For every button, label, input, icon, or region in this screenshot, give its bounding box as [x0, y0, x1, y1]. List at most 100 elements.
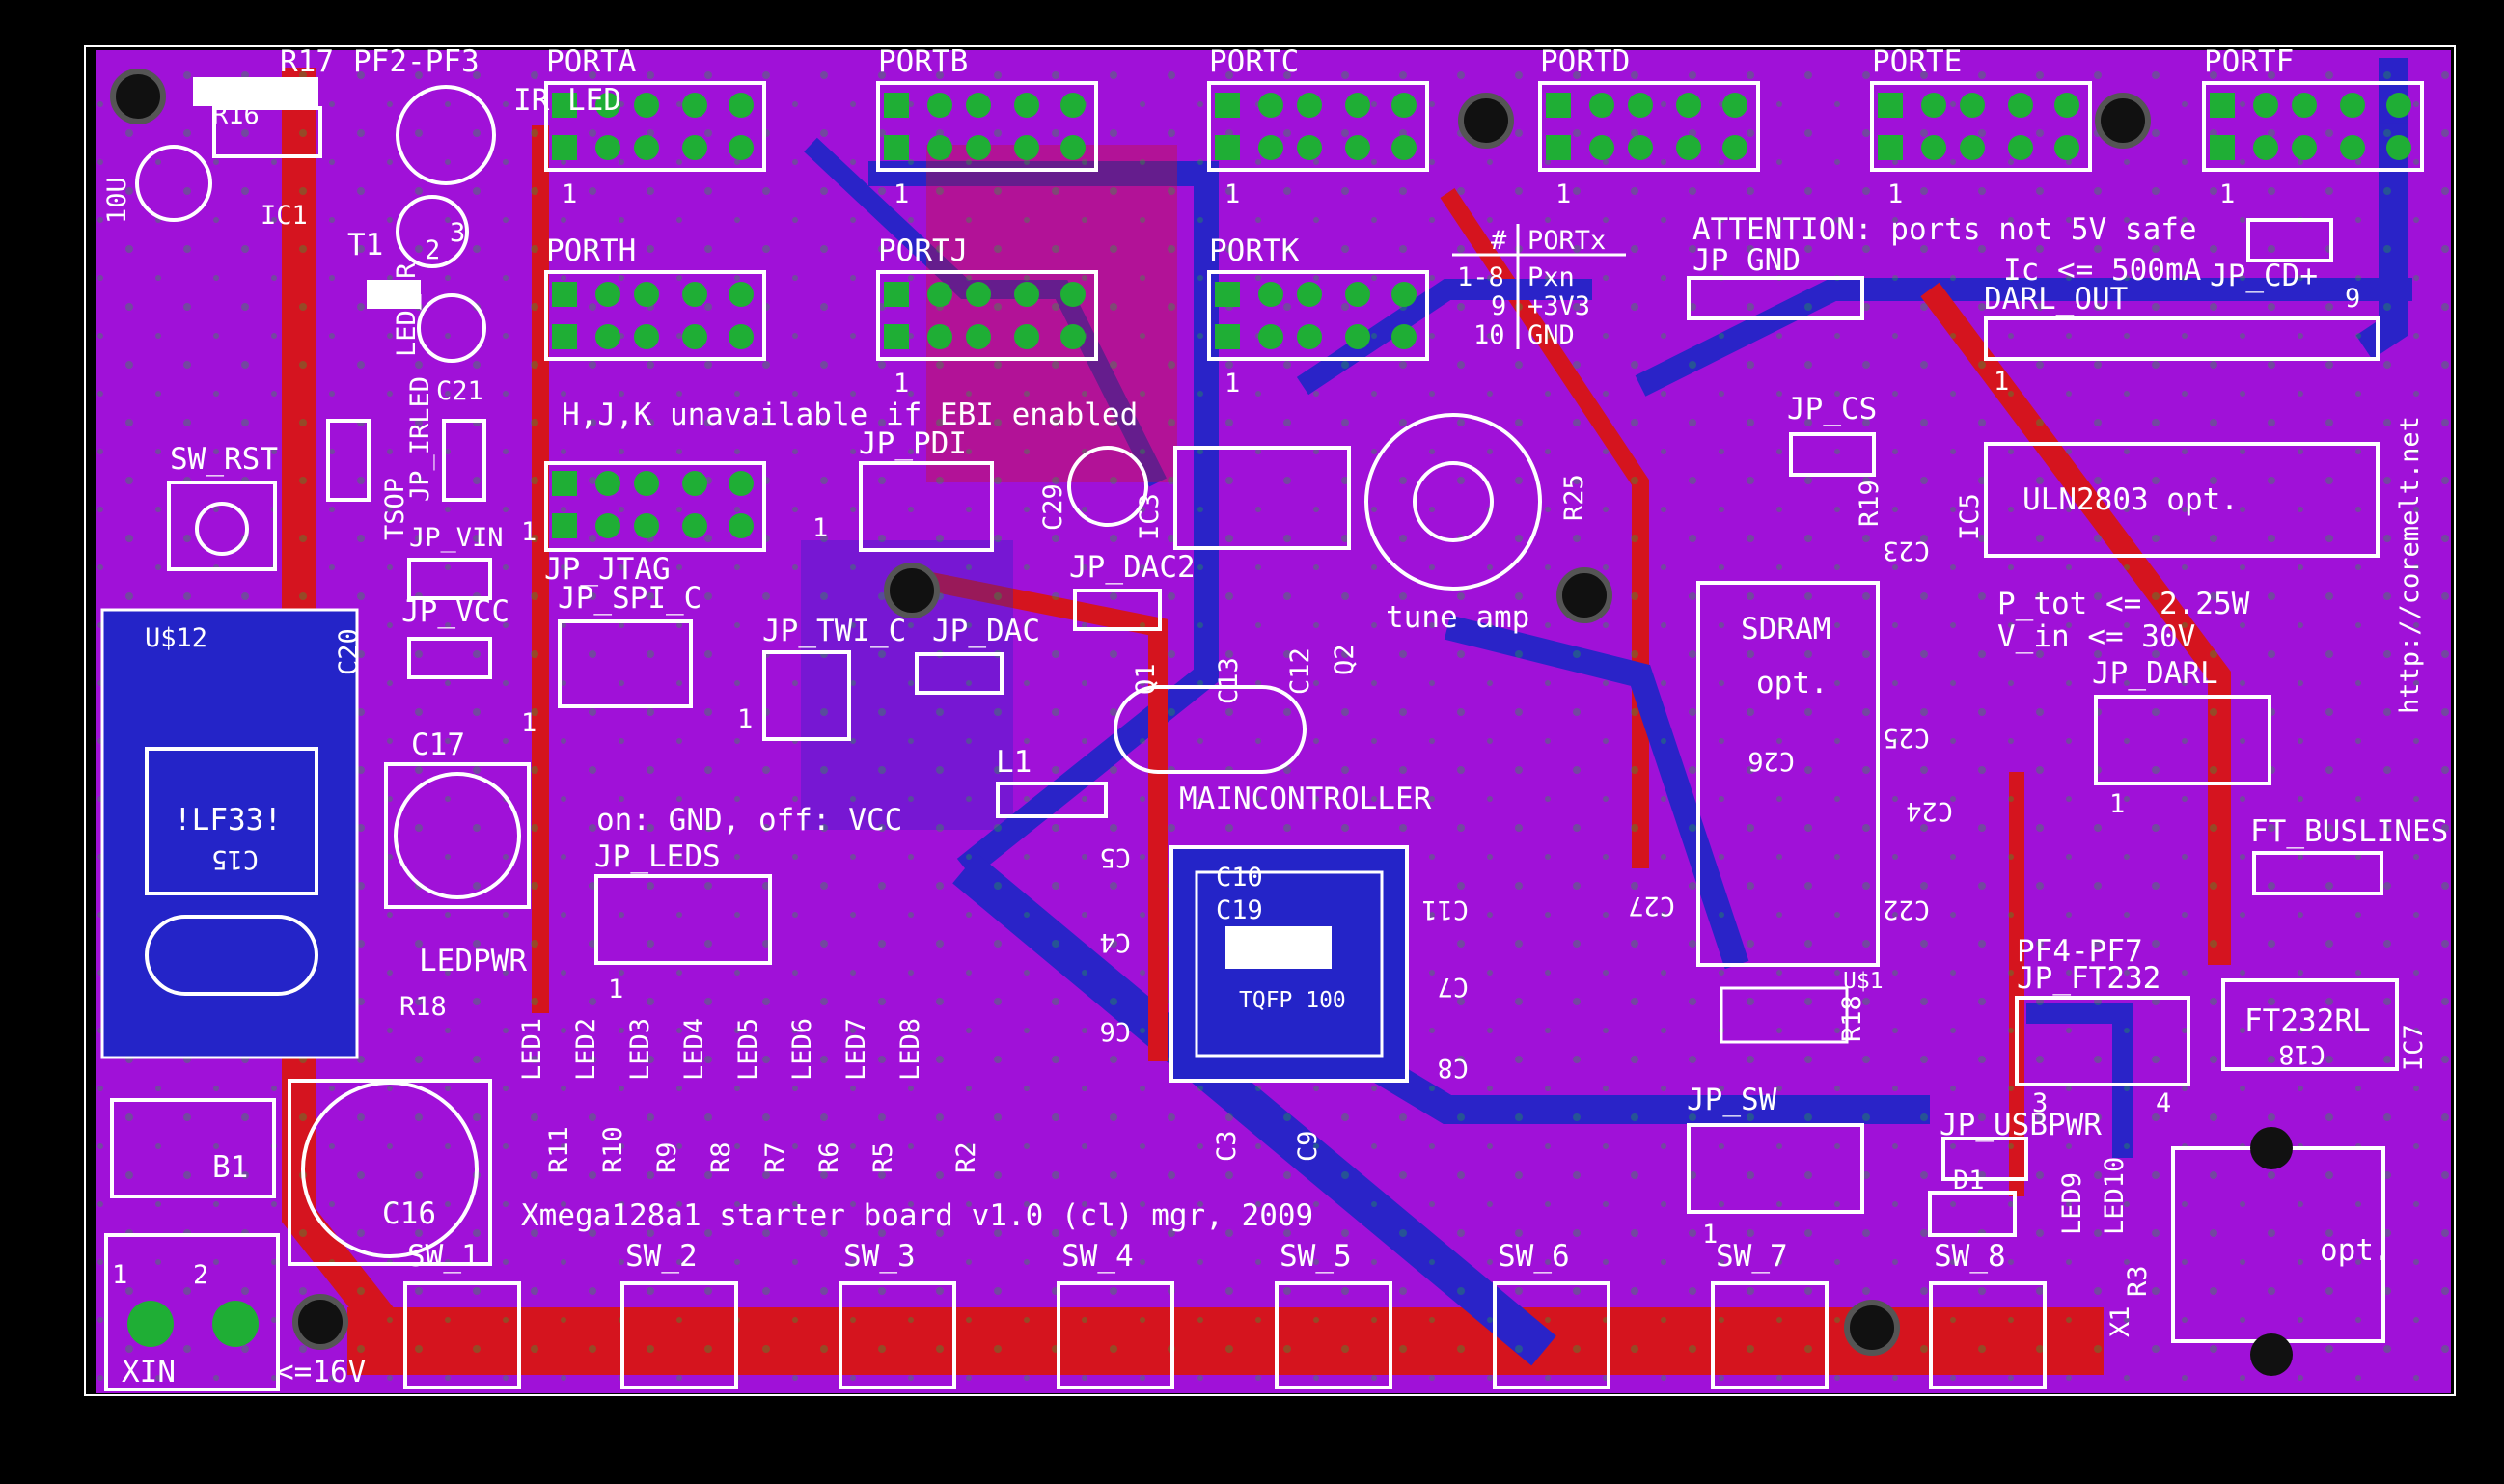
port-label-d: PORTD	[1540, 44, 1630, 79]
r16-resistor	[212, 106, 322, 158]
label-tune-amp: tune amp	[1386, 600, 1529, 635]
label-ebi-note: H,J,K unavailable if EBI enabled	[562, 398, 1138, 432]
jp-dac2-header	[1073, 589, 1162, 631]
label-t1: T1	[347, 228, 383, 262]
label-t1-3: 3	[450, 218, 465, 248]
label-ft232rl: FT232RL	[2244, 1003, 2371, 1038]
label-r18-sdram: R18	[1837, 995, 1867, 1042]
ft232rl-chip	[2221, 978, 2399, 1071]
label-sw-5: SW_5	[1280, 1239, 1352, 1274]
label-c19: C19	[1216, 895, 1263, 925]
bridge-b1	[110, 1098, 276, 1198]
led-label: LED2	[571, 1018, 601, 1081]
label-ic-limit: Ic <= 500mA	[2003, 253, 2202, 288]
svg-text:#: #	[1491, 226, 1507, 256]
label-ic7: IC7	[2399, 1024, 2429, 1071]
label-jp-sw: JP_SW	[1687, 1083, 1777, 1117]
ft-buslines-header	[2252, 851, 2383, 895]
jp-darl-header	[2094, 695, 2271, 785]
label-c24: C24	[1906, 796, 1953, 826]
jp-sw-header	[1687, 1123, 1864, 1214]
c21-cap	[367, 280, 421, 309]
label-darl-1: 1	[1994, 367, 2009, 397]
regulator-body	[145, 747, 318, 895]
led-label: LED5	[733, 1018, 763, 1081]
port-label-a: PORTA	[546, 44, 637, 79]
diode-d1	[1928, 1191, 2017, 1237]
label-r25: R25	[1559, 474, 1589, 521]
label-c5: C5	[1099, 842, 1131, 872]
port-label-c: PORTC	[1209, 44, 1299, 79]
sw-rst	[167, 481, 277, 571]
jp-vcc-header	[407, 637, 492, 679]
ic3-chip	[1173, 446, 1351, 550]
label-leds-1: 1	[608, 975, 623, 1004]
resistor-label: R10	[598, 1126, 628, 1173]
header-pads	[552, 93, 2411, 538]
label-p-tot: P_tot <= 2.25W	[1997, 587, 2250, 621]
label-c12: C12	[1285, 647, 1315, 695]
label-r17: R17	[280, 44, 334, 79]
label-l1: L1	[996, 745, 1032, 780]
resistor-label: R11	[544, 1126, 574, 1173]
svg-text:10: 10	[1473, 320, 1505, 350]
svg-text:Pxn: Pxn	[1527, 262, 1575, 292]
label-jp-sw-1: 1	[1702, 1220, 1718, 1250]
label-ic5: IC5	[1955, 493, 1985, 540]
label-jp-dac: JP_DAC	[932, 614, 1040, 648]
label-10u: 10U	[102, 177, 132, 224]
pin1-e: 1	[1887, 179, 1903, 209]
label-c29: C29	[1038, 483, 1068, 531]
label-jp-spi-c: JP_SPI_C	[558, 581, 702, 616]
label-jp-dac2: JP_DAC2	[1069, 550, 1196, 585]
usb-hole-top	[2250, 1127, 2293, 1169]
label-c23: C23	[1883, 536, 1930, 565]
label-d1: D1	[1953, 1166, 1985, 1195]
label-q1: Q1	[1131, 663, 1161, 695]
label-v-in: V_in <= 30V	[1997, 619, 2195, 654]
uln2803-chip	[1984, 442, 2380, 558]
led-ir	[417, 293, 486, 363]
label-darl-out: DARL_OUT	[1984, 282, 2128, 316]
label-c15: C15	[211, 844, 259, 874]
label-c21: C21	[436, 376, 483, 406]
label-uln: ULN2803 opt.	[2022, 482, 2239, 517]
jp-jtag-header	[544, 461, 766, 552]
label-jp-leds: JP_LEDS	[594, 839, 721, 874]
resistor-label: R5	[868, 1141, 898, 1173]
label-sw-4: SW_4	[1061, 1239, 1134, 1274]
label-ic1: IC1	[261, 201, 308, 231]
label-c25: C25	[1883, 723, 1930, 753]
label-xin-1: 1	[112, 1260, 127, 1290]
label-sw-rst: SW_RST	[170, 442, 278, 477]
jp-twi-c-header	[762, 650, 851, 741]
label-us1: U$1	[1843, 969, 1884, 994]
led-label: LED1	[517, 1018, 547, 1081]
c29-cap	[1067, 446, 1148, 527]
led-label: LED3	[625, 1018, 655, 1081]
label-jp-gnd: JP_GND	[1692, 243, 1801, 278]
jp-dac-header	[915, 652, 1004, 695]
label-c17: C17	[411, 728, 465, 762]
label-ft-buslines: FT_BUSLINES	[2250, 814, 2448, 849]
label-c6: C6	[1099, 1016, 1131, 1046]
label-sw-6: SW_6	[1498, 1239, 1570, 1274]
label-r16: R16	[212, 100, 260, 130]
label-c18: C18	[2278, 1039, 2325, 1069]
label-ir-led: IR LED	[513, 83, 621, 118]
label-jp-irled: JP_IRLED	[405, 376, 435, 502]
label-x1: X1	[2105, 1305, 2135, 1337]
inductor-l1	[996, 782, 1108, 818]
label-twi-1: 1	[737, 704, 753, 734]
label-xin: XIN	[122, 1355, 176, 1389]
port-label-h: PORTH	[546, 234, 636, 268]
label-jp-twi-c: JP_TWI_C	[762, 614, 906, 648]
jp-cs-header	[1789, 432, 1876, 477]
label-jp-ft232: JP_FT232	[2017, 961, 2160, 996]
label-r3: R3	[2123, 1265, 2153, 1297]
xin-pin1	[127, 1301, 174, 1347]
label-c10: C10	[1216, 863, 1263, 893]
label-pf4-pf7: PF4-PF7	[2017, 934, 2143, 969]
label-jp-cs: JP_CS	[1787, 392, 1877, 426]
port-table: # PORTx 1-8 Pxn 9 +3V3 10 GND	[1452, 224, 1626, 350]
